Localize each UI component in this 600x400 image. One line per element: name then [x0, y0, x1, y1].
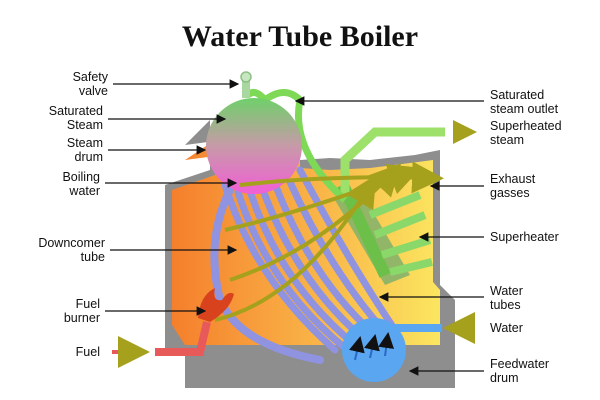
label-safety-valve: Safety valve [72, 70, 108, 98]
label-saturated-steam: Saturated Steam [48, 104, 103, 132]
label-steam-drum: Steam drum [66, 136, 103, 164]
label-exhaust-gasses: Exhaust gasses [490, 172, 536, 200]
water-tubes [221, 166, 399, 354]
diagram-title: Water Tube Boiler [181, 20, 419, 53]
exhaust-gas-flow [214, 161, 444, 322]
label-saturated-steam-outlet: Saturated steam outlet [490, 88, 559, 116]
downcomer-tube [210, 186, 324, 364]
label-superheated-steam: Superheated steam [490, 119, 562, 147]
label-water-tubes: Water tubes [490, 284, 523, 312]
safety-valve-icon [240, 71, 252, 98]
water-inlet-pipe [391, 324, 442, 335]
steam-drum [206, 98, 302, 194]
feedwater-flow-arrows [349, 332, 395, 361]
label-downcomer-tube: Downcomer tube [38, 236, 105, 264]
fuel-pipe [155, 321, 211, 356]
label-superheater: Superheater [490, 230, 559, 244]
leader-lines [105, 79, 484, 376]
label-fuel-burner: Fuel burner [63, 297, 100, 325]
label-water: Water [490, 321, 523, 335]
label-feedwater-drum: Feedwater drum [490, 357, 550, 385]
label-fuel: Fuel [75, 345, 100, 359]
label-boiling-water: Boiling water [62, 170, 100, 198]
fuel-burner-flame-icon [198, 288, 234, 322]
